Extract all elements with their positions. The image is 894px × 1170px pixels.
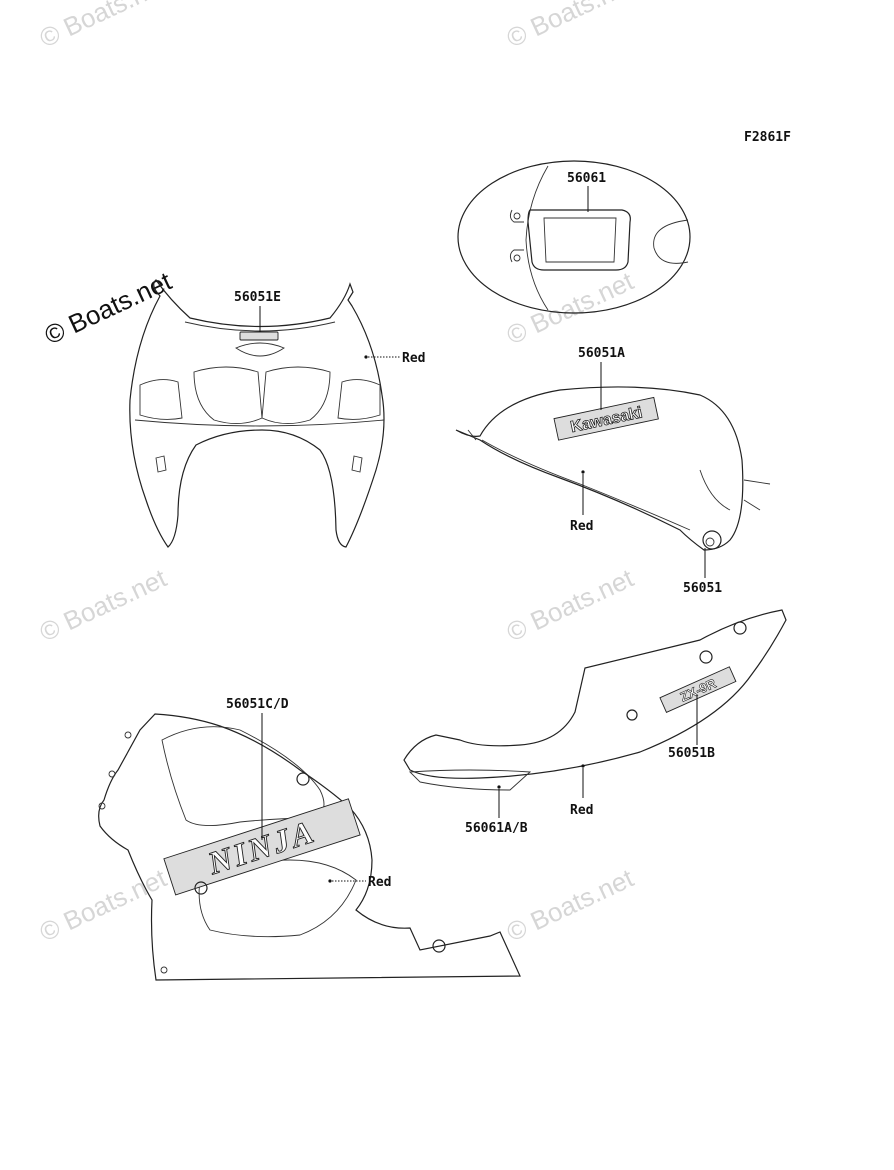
label-side-cover-color: Red	[570, 803, 593, 818]
side-model-text: ZX-9R	[678, 675, 719, 704]
label-upper-cowl-color: Red	[402, 351, 425, 366]
label-tank-color: Red	[570, 519, 593, 534]
seat-cowl-inset: 56061	[457, 160, 691, 314]
label-lower-cowl-color: Red	[368, 875, 391, 890]
watermark: © Boats.net	[502, 0, 639, 53]
side-model-decal: ZX-9R	[659, 666, 737, 713]
label-tank-mark: 56051	[683, 581, 722, 596]
tank-brand-decal: Kawasaki	[553, 396, 659, 441]
watermark: © Boats.net	[502, 562, 639, 647]
label-side-cover-stripe: 56061A/B	[465, 821, 528, 836]
side-cover: ZX-9R 56051B Red 56061A/B	[403, 609, 787, 836]
label-lower-cowl-decal: 56051C/D	[226, 697, 289, 712]
upper-cowl: 56051E Red	[129, 279, 425, 548]
label-tank-emblem: 56051A	[578, 346, 625, 361]
watermark: © Boats.net	[502, 862, 639, 947]
label-seat-cowl-decal: 56061	[567, 171, 606, 186]
label-upper-cowl-emblem: 56051E	[234, 290, 281, 305]
watermark-strong: © Boats.net	[40, 265, 177, 350]
label-side-cover-decal: 56051B	[668, 746, 715, 761]
watermark: © Boats.net	[35, 0, 172, 53]
fuel-tank: Kawasaki 56051A Red 56051	[455, 346, 771, 596]
watermark: © Boats.net	[35, 562, 172, 647]
figure-code: F2861F	[744, 130, 791, 145]
